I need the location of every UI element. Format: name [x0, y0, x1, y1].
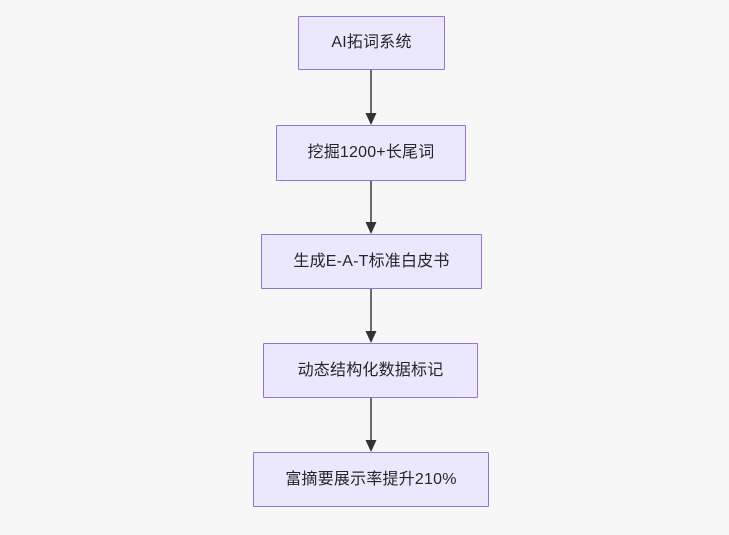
flow-node-rich-snippet-impression-lift[interactable]: 富摘要展示率提升210%: [253, 452, 489, 507]
edge-n3-n4: [365, 289, 377, 343]
flow-node-mine-longtail-keywords[interactable]: 挖掘1200+长尾词: [276, 125, 466, 181]
flow-node-label: AI拓词系统: [331, 34, 412, 52]
flow-node-label: 生成E-A-T标准白皮书: [293, 252, 450, 270]
arrowhead-icon: [365, 222, 377, 234]
arrowhead-icon: [365, 440, 377, 452]
flow-node-label: 动态结构化数据标记: [297, 361, 444, 379]
flow-node-label: 富摘要展示率提升210%: [285, 470, 457, 488]
flow-node-ai-keyword-system[interactable]: AI拓词系统: [298, 16, 445, 70]
arrowhead-icon: [365, 113, 377, 125]
arrowhead-icon: [365, 331, 377, 343]
flow-node-generate-eat-whitepaper[interactable]: 生成E-A-T标准白皮书: [261, 234, 482, 289]
flow-node-label: 挖掘1200+长尾词: [307, 144, 435, 162]
edge-n1-n2: [365, 70, 377, 125]
flow-node-dynamic-structured-data-markup[interactable]: 动态结构化数据标记: [263, 343, 478, 398]
edge-n4-n5: [365, 398, 377, 452]
edge-n2-n3: [365, 181, 377, 234]
